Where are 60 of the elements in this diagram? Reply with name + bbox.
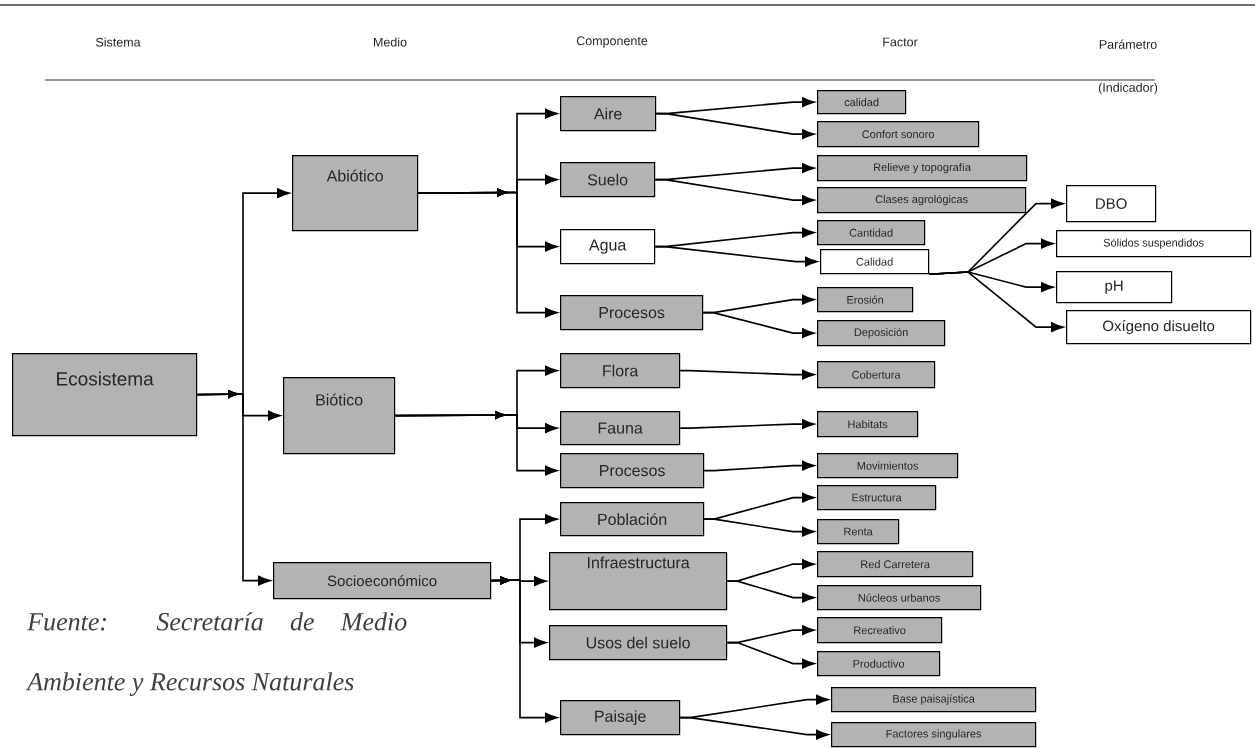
process-box: Paisaje bbox=[560, 700, 681, 736]
arrow bbox=[196, 390, 271, 586]
arrow bbox=[655, 112, 815, 140]
process-box: Clases agrológicas bbox=[817, 187, 1027, 214]
process-box: Habitats bbox=[817, 411, 919, 438]
process-box: Núcleos urbanos bbox=[817, 585, 982, 611]
arrow bbox=[654, 245, 818, 267]
column-heading: Medio bbox=[374, 37, 407, 47]
process-box: Recreativo bbox=[817, 617, 943, 644]
process-box: Calidad bbox=[820, 249, 930, 275]
arrow bbox=[394, 411, 558, 476]
arrow bbox=[703, 460, 815, 472]
process-box: Biótico bbox=[283, 377, 396, 455]
arrow bbox=[702, 311, 815, 339]
arrow bbox=[490, 576, 558, 723]
process-box: Socioeconómico bbox=[273, 562, 492, 600]
process-box: Movimientos bbox=[817, 453, 959, 479]
arrow bbox=[679, 716, 829, 740]
process-box: Procesos bbox=[560, 295, 704, 331]
arrow bbox=[703, 518, 815, 537]
process-box: Oxígeno disuelto bbox=[1066, 310, 1252, 345]
process-box: Cantidad bbox=[817, 220, 926, 246]
arrow bbox=[726, 580, 815, 603]
process-box: Renta bbox=[817, 519, 900, 545]
arrow bbox=[679, 369, 815, 380]
process-box: Sólidos suspendidos bbox=[1056, 230, 1252, 258]
process-box: Cobertura bbox=[817, 361, 936, 389]
column-heading: Componente bbox=[576, 36, 648, 48]
column-heading: Sistema bbox=[96, 37, 141, 47]
process-box: Estructura bbox=[817, 485, 937, 511]
process-box: Productivo bbox=[817, 651, 941, 677]
process-box: Usos del suelo bbox=[549, 625, 728, 661]
arrow bbox=[654, 178, 815, 206]
process-box: pH bbox=[1056, 271, 1173, 304]
process-box: Erosión bbox=[817, 287, 914, 313]
process-box: Procesos bbox=[560, 453, 705, 489]
column-heading: Parámetro (Indicador) bbox=[1098, 39, 1158, 95]
process-box: Ecosistema bbox=[12, 353, 198, 437]
process-box: Agua bbox=[560, 229, 656, 265]
process-box: Red Carretera bbox=[817, 551, 974, 578]
process-box: Relieve y topografía bbox=[817, 155, 1028, 182]
arrow bbox=[679, 419, 815, 430]
process-box: Abiótico bbox=[292, 155, 419, 232]
process-box: Deposición bbox=[817, 320, 946, 347]
arrow bbox=[928, 271, 1064, 333]
process-box: Suelo bbox=[560, 162, 656, 198]
arrow bbox=[417, 188, 558, 318]
process-box: Población bbox=[560, 502, 705, 537]
process-box: Fauna bbox=[560, 411, 681, 446]
process-box: Infraestructura bbox=[549, 552, 728, 611]
process-box: Flora bbox=[560, 353, 681, 389]
process-box: Factores singulares bbox=[831, 722, 1037, 748]
process-box: Aire bbox=[560, 96, 657, 132]
process-box: Confort sonoro bbox=[817, 121, 980, 148]
column-heading: Factor bbox=[883, 37, 918, 47]
process-box: calidad bbox=[817, 90, 907, 115]
source-note: Fuente: Secretaría de Medio Ambiente y Recursos Naturales bbox=[25, 612, 407, 696]
process-box: DBO bbox=[1066, 185, 1157, 223]
arrow bbox=[726, 641, 815, 669]
process-box: Base paisajística bbox=[831, 687, 1037, 713]
